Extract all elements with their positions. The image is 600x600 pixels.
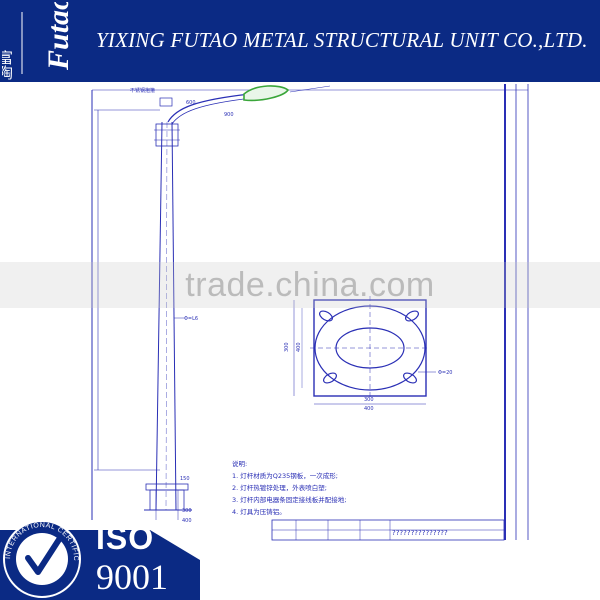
pole-clamp	[155, 123, 179, 147]
label-arm-left: 不锈钢抱箍	[130, 87, 155, 94]
notes-line-2: 2. 灯杆热镀锌处理，外表喷白塑;	[232, 484, 327, 492]
watermark-text: trade.china.com	[185, 266, 435, 304]
check-icon	[25, 535, 63, 575]
label-base-1: 150	[180, 476, 190, 482]
futao-logo: 富陶 Futao	[2, 2, 90, 80]
lamp-pole-drawing: 1500 不锈钢抱箍 600 900 Φ=L6 150 300 400	[91, 84, 529, 541]
title-block-marks: ???????????????	[392, 529, 448, 537]
iso-title: ISO	[96, 520, 155, 556]
base-plate-plan	[310, 296, 430, 400]
iso-badge: INTERNATIONAL CERTIFICATIONS	[0, 518, 200, 600]
lamp-head	[243, 85, 290, 102]
drawing-notes: 说明: 1. 灯杆材质为Q235钢板，一次成形; 2. 灯杆热镀锌处理，外表喷白…	[232, 458, 462, 518]
plate-width-1: 300	[364, 397, 374, 403]
notes-title: 说明:	[232, 460, 248, 468]
plate-left-2: 400	[296, 342, 302, 352]
title-block	[271, 519, 505, 541]
notes-line-3: 3. 灯杆内部电器条固定接线板并配接地;	[232, 496, 347, 504]
header-banner: 富陶 Futao YIXING FUTAO METAL STRUCTURAL U…	[0, 0, 600, 82]
notes-line-1: 1. 灯杆材质为Q235钢板，一次成形;	[232, 472, 338, 480]
company-name: YIXING FUTAO METAL STRUCTURAL UNIT CO.,L…	[96, 28, 588, 52]
pole-base	[144, 483, 192, 520]
iso-number: 9001	[96, 557, 168, 597]
label-shaft-mid: Φ=L6	[184, 316, 198, 322]
logo-wordmark: Futao	[42, 2, 75, 71]
plate-width-2: 400	[364, 406, 374, 412]
logo-chinese-text: 富陶	[2, 49, 14, 80]
watermark-band	[0, 262, 600, 308]
plate-hole-label: Φ=20	[438, 370, 453, 376]
label-arm-low: 900	[224, 112, 234, 118]
notes-line-4: 4. 灯具为压铸铝。	[232, 508, 286, 516]
lamp-arm	[167, 93, 251, 123]
label-base-2: 300	[182, 508, 192, 514]
label-arm-mid: 600	[186, 100, 196, 106]
pole-shaft	[155, 121, 177, 511]
label-base-3: 400	[182, 518, 192, 524]
plate-left-1: 300	[284, 342, 290, 352]
